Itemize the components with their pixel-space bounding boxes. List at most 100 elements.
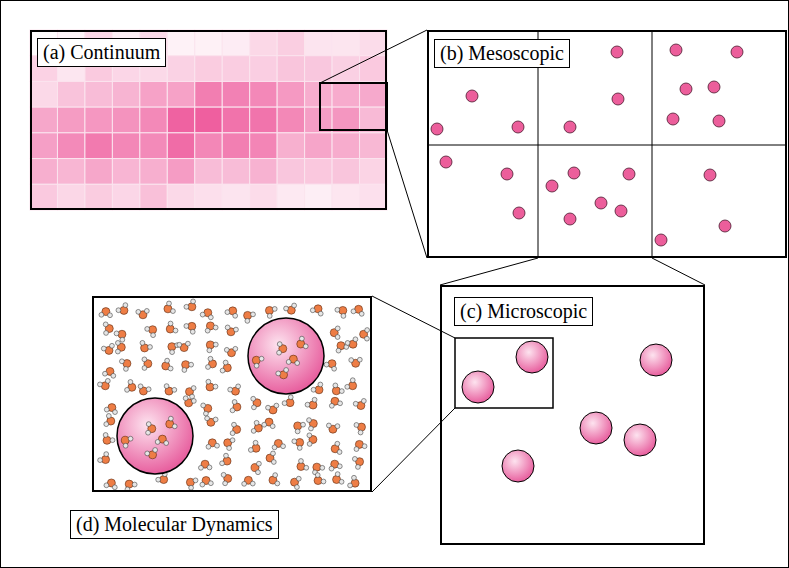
particle-dot — [615, 205, 627, 217]
solute-sphere — [248, 318, 324, 394]
grid-cell — [195, 107, 222, 133]
grid-cell — [140, 184, 167, 210]
grid-cell — [85, 184, 112, 210]
particle-sphere — [516, 341, 548, 373]
grid-cell — [30, 159, 57, 185]
grid-cell — [195, 184, 222, 210]
zoom-box — [455, 338, 553, 408]
particle-dot — [440, 156, 452, 168]
grid-cell — [222, 133, 249, 159]
mesoscopic-cells — [427, 30, 787, 258]
grid-cell — [305, 30, 332, 56]
grid-cell — [195, 159, 222, 185]
grid-cell — [250, 184, 277, 210]
grid-cell — [332, 184, 359, 210]
particle-dot — [611, 46, 623, 58]
grid-cell — [195, 133, 222, 159]
grid-cell — [57, 133, 84, 159]
particle-dot — [546, 180, 558, 192]
grid-cell — [140, 107, 167, 133]
zoom-line — [320, 30, 427, 258]
particle-dot — [655, 234, 667, 246]
grid-cell — [30, 184, 57, 210]
panel-label: (c) Microscopic — [454, 297, 593, 326]
grid-cell — [85, 107, 112, 133]
zoom-line — [372, 296, 455, 492]
grid-cell — [305, 56, 332, 82]
particle-dot — [466, 90, 478, 102]
solvent — [252, 336, 308, 379]
panel-label: (a) Continuum — [37, 38, 166, 67]
grid-cell — [222, 107, 249, 133]
particle-dot — [708, 81, 720, 93]
grid-cell — [112, 107, 139, 133]
panel-label: (d) Molecular Dynamics — [70, 510, 279, 539]
particle-dot — [680, 83, 692, 95]
scale-panel: (d) Molecular Dynamics — [92, 296, 372, 492]
grid-cell — [222, 184, 249, 210]
grid-cell — [305, 133, 332, 159]
particle-dot — [568, 167, 580, 179]
scale-panel: (c) Microscopic — [440, 285, 705, 545]
particle-dot — [704, 169, 716, 181]
particle-dot — [501, 168, 513, 180]
grid-cell — [112, 81, 139, 107]
panel-label: (b) Mesoscopic — [434, 39, 570, 68]
grid-cell — [30, 81, 57, 107]
particle-dot — [564, 213, 576, 225]
grid-cell — [305, 81, 332, 107]
grid-cell — [332, 133, 359, 159]
grid-cell — [250, 81, 277, 107]
particle-dot — [612, 93, 624, 105]
grid-cell — [167, 56, 194, 82]
scale-panel: (b) Mesoscopic — [427, 30, 787, 258]
grid-cell — [360, 133, 387, 159]
grid-cell — [222, 56, 249, 82]
grid-cell — [195, 81, 222, 107]
grid-cell — [332, 81, 359, 107]
grid-cell — [277, 107, 304, 133]
grid-cell — [57, 184, 84, 210]
continuum-grid — [30, 30, 387, 210]
particle-dot — [670, 44, 682, 56]
particle-dot — [564, 121, 576, 133]
grid-cell — [332, 30, 359, 56]
grid-cell — [360, 81, 387, 107]
grid-cell — [57, 159, 84, 185]
grid-cell — [85, 133, 112, 159]
grid-cell — [305, 184, 332, 210]
particle-dot — [667, 113, 679, 125]
solvent — [121, 416, 177, 459]
particle-sphere — [462, 371, 494, 403]
grid-cell — [332, 56, 359, 82]
particle-dot — [513, 207, 525, 219]
zoom-box — [320, 83, 387, 130]
particle-dot — [731, 46, 743, 58]
grid-cell — [332, 159, 359, 185]
particle-dot — [512, 121, 524, 133]
grid-cell — [57, 81, 84, 107]
grid-cell — [305, 159, 332, 185]
grid-cell — [167, 159, 194, 185]
grid-cell — [167, 184, 194, 210]
grid-cell — [195, 56, 222, 82]
particle-dot — [595, 197, 607, 209]
particle-sphere — [624, 424, 656, 456]
particle-spheres — [462, 341, 672, 482]
grid-cell — [250, 133, 277, 159]
particle-dot — [431, 123, 443, 135]
grid-cell — [112, 159, 139, 185]
grid-cell — [277, 81, 304, 107]
particle-dots — [431, 44, 743, 246]
zoom-line — [440, 258, 705, 285]
grid-cell — [250, 159, 277, 185]
grid-cell — [360, 184, 387, 210]
grid-cell — [112, 133, 139, 159]
grid-cell — [112, 184, 139, 210]
grid-cell — [277, 30, 304, 56]
solvent — [98, 299, 370, 492]
grid-cell — [167, 81, 194, 107]
